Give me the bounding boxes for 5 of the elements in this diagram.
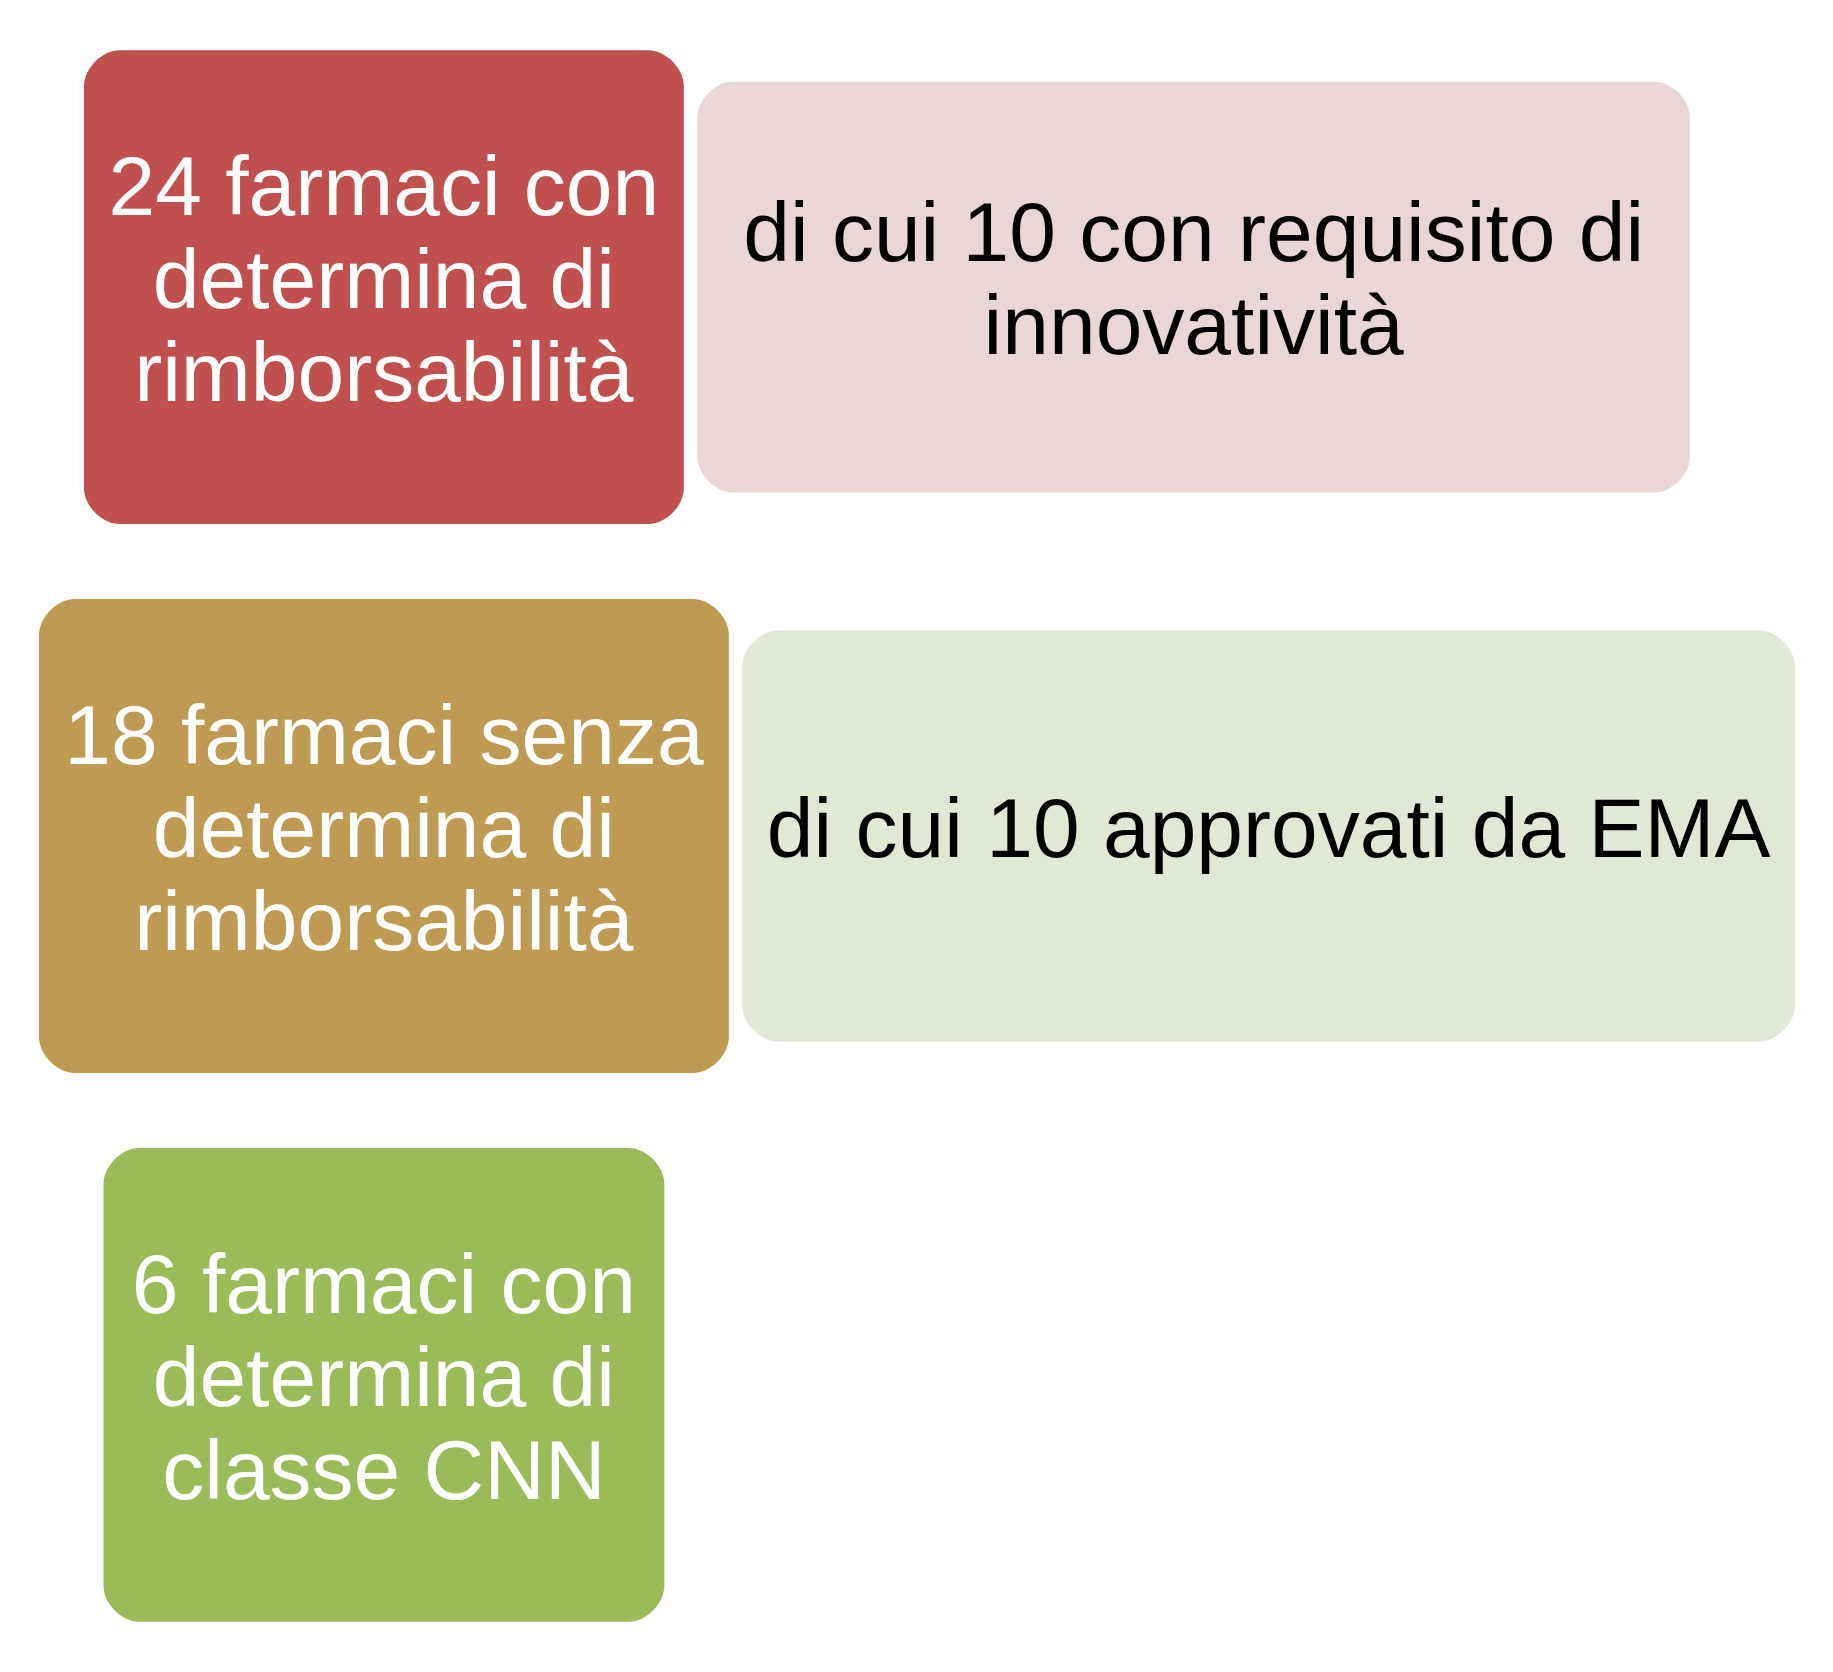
- node-box: di cui 10 approvati da EMA: [741, 630, 1795, 1042]
- node-box: 6 farmaci con determina di classe CNN: [103, 1147, 664, 1622]
- node-box: 24 farmaci con determina di rimborsabilità: [83, 50, 684, 525]
- node-box: 18 farmaci senza determina di rimborsabilità: [38, 599, 729, 1073]
- node-box: di cui 10 con requisito di innovatività: [696, 81, 1690, 493]
